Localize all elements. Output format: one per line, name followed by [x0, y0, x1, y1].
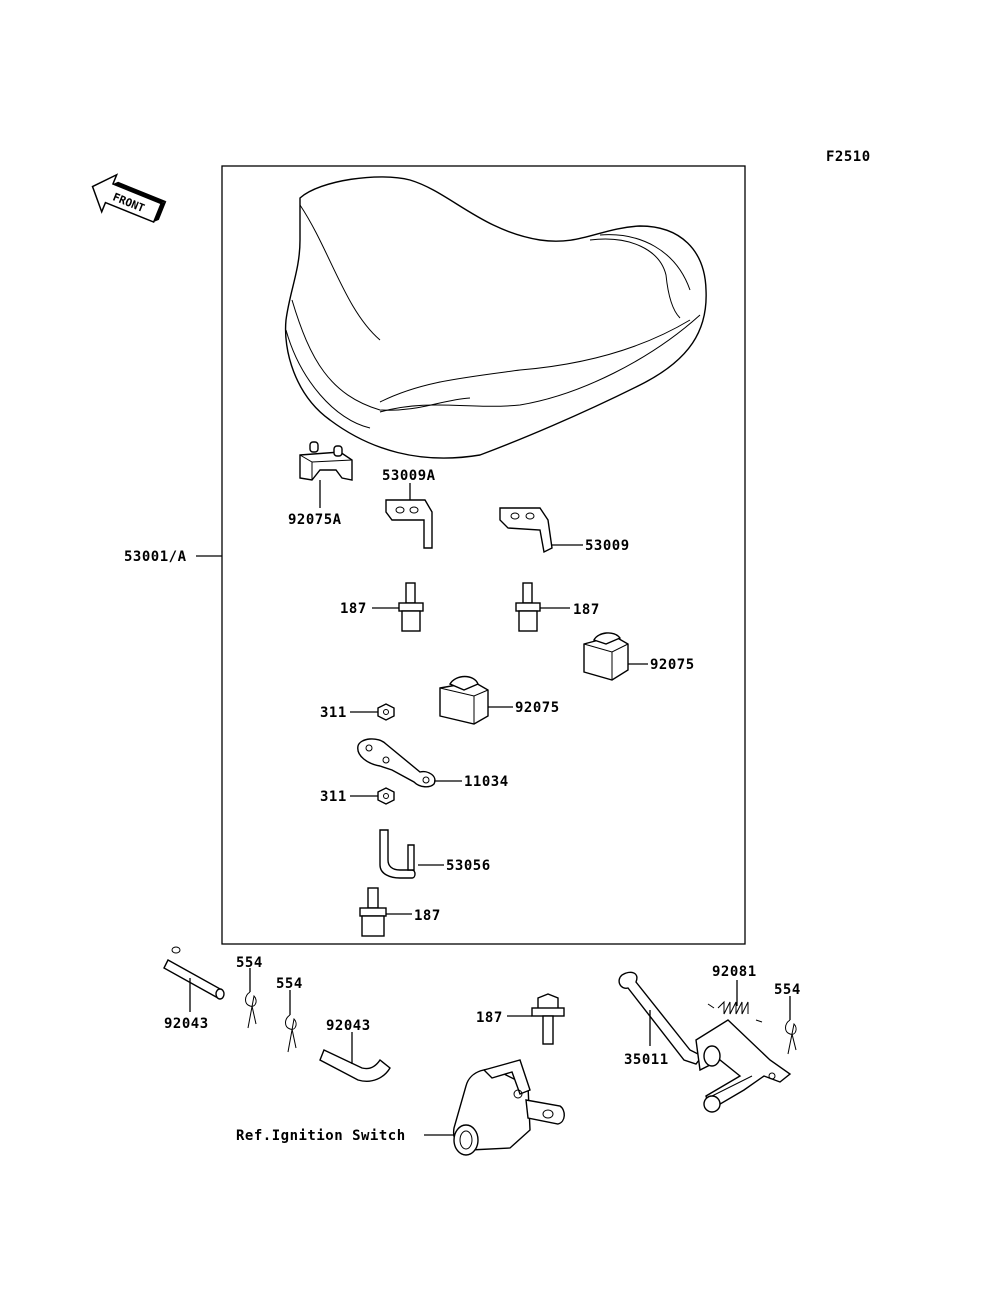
label-554-a: 554: [236, 955, 263, 971]
label-187-b: 187: [573, 602, 600, 618]
label-35011: 35011: [624, 1052, 669, 1068]
label-ref-ignition-switch: Ref.Ignition Switch: [236, 1128, 406, 1144]
assembly-frame: [221, 165, 746, 945]
part-311-nut-icon: [377, 703, 395, 721]
part-92075-block-icon: [439, 675, 489, 725]
part-53056-rod-icon: [379, 829, 416, 879]
part-92075-block-icon: [583, 632, 629, 681]
part-53009-icon: [499, 507, 553, 554]
label-11034: 11034: [464, 774, 509, 790]
front-arrow-icon: FRONT: [91, 173, 167, 224]
part-92043-hose-icon: [319, 1049, 391, 1082]
part-187-bolt-icon: [359, 887, 387, 937]
label-311-b: 311: [320, 789, 347, 805]
part-35011-lever-icon: [618, 971, 792, 1113]
part-554-clip-icon: [785, 1019, 797, 1055]
part-92081-spring-icon: [707, 1000, 763, 1023]
label-53009A: 53009A: [382, 468, 436, 484]
label-53056: 53056: [446, 858, 491, 874]
label-92075-a: 92075: [650, 657, 695, 673]
label-53009: 53009: [585, 538, 630, 554]
label-311-a: 311: [320, 705, 347, 721]
label-92043-a: 92043: [164, 1016, 209, 1032]
label-554-c: 554: [774, 982, 801, 998]
label-187-a: 187: [340, 601, 367, 617]
label-92043-b: 92043: [326, 1018, 371, 1034]
label-92075-b: 92075: [515, 700, 560, 716]
part-187-bolt-icon: [531, 993, 565, 1045]
part-554-clip-icon: [285, 1014, 297, 1053]
ignition-switch-icon: [452, 1059, 565, 1156]
part-92043-hose-icon: [163, 946, 225, 1000]
part-92075A-icon: [299, 441, 353, 481]
seat-illustration: [284, 176, 707, 459]
figure-code: F2510: [826, 149, 871, 165]
part-311-nut-icon: [377, 787, 395, 805]
label-53001A: 53001/A: [124, 549, 187, 565]
label-92081: 92081: [712, 964, 757, 980]
part-554-clip-icon: [245, 991, 257, 1029]
part-187-bolt-icon: [515, 582, 541, 632]
label-554-b: 554: [276, 976, 303, 992]
label-187-c: 187: [414, 908, 441, 924]
label-92075A: 92075A: [288, 512, 342, 528]
part-11034-plate-icon: [357, 738, 436, 788]
part-53009A-icon: [385, 499, 433, 549]
part-187-bolt-icon: [398, 582, 424, 632]
label-187-d: 187: [476, 1010, 503, 1026]
